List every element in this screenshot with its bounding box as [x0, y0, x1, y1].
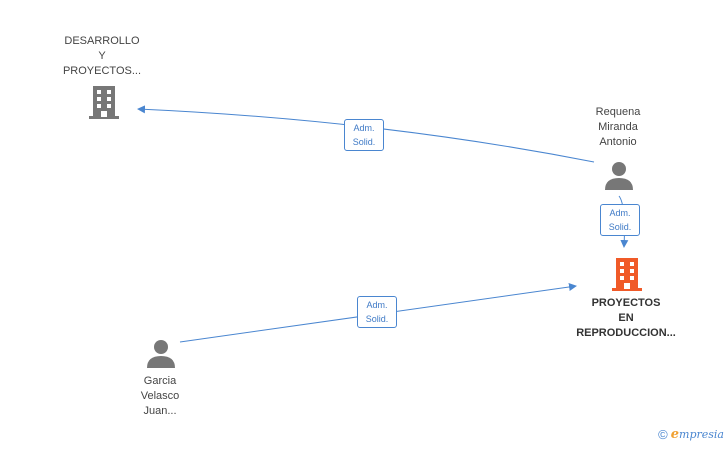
edge-label-requena-desarrollo[interactable]: Adm. Solid. [344, 119, 384, 151]
node-label-line: DESARROLLO [64, 35, 140, 47]
node-label-line: PROYECTOS... [62, 65, 142, 77]
edge-label-line: Solid. [352, 137, 376, 147]
node-label-line: EN [618, 312, 634, 324]
node-label-line: Y [98, 50, 106, 62]
edge-label-line: Solid. [365, 314, 389, 324]
building-icon[interactable] [88, 84, 120, 120]
node-label-line: Garcia [143, 375, 177, 387]
person-icon[interactable] [146, 338, 176, 368]
brand-logo: empresia [671, 427, 724, 442]
person-icon[interactable] [604, 160, 634, 190]
brand-name-rest: mpresia [679, 428, 724, 441]
node-label-line: Requena [595, 106, 641, 118]
node-label-desarrollo[interactable]: DESARROLLO Y PROYECTOS... [52, 34, 152, 79]
node-label-garcia[interactable]: Garcia Velasco Juan... [110, 374, 210, 419]
edge-label-line: Adm. [366, 300, 388, 310]
building-icon[interactable] [611, 256, 643, 292]
node-label-line: Antonio [599, 136, 637, 148]
node-label-line: Miranda [598, 121, 638, 133]
edge-label-line: Adm. [609, 208, 631, 218]
edge-label-requena-proyectos[interactable]: Adm. Solid. [600, 204, 640, 236]
node-label-line: PROYECTOS [591, 297, 661, 309]
node-label-line: Velasco [140, 390, 180, 402]
node-label-proyectos[interactable]: PROYECTOS EN REPRODUCCION... [566, 296, 686, 341]
edge-label-line: Solid. [608, 222, 632, 232]
copyright-icon: © [658, 427, 668, 442]
node-label-line: REPRODUCCION... [576, 327, 676, 339]
edge-label-garcia-proyectos[interactable]: Adm. Solid. [357, 296, 397, 328]
edge-label-line: Adm. [353, 123, 375, 133]
node-label-requena[interactable]: Requena Miranda Antonio [568, 105, 668, 150]
footer-brand[interactable]: © empresia [658, 427, 724, 442]
brand-initial: e [670, 427, 680, 442]
node-label-line: Juan... [143, 405, 177, 417]
